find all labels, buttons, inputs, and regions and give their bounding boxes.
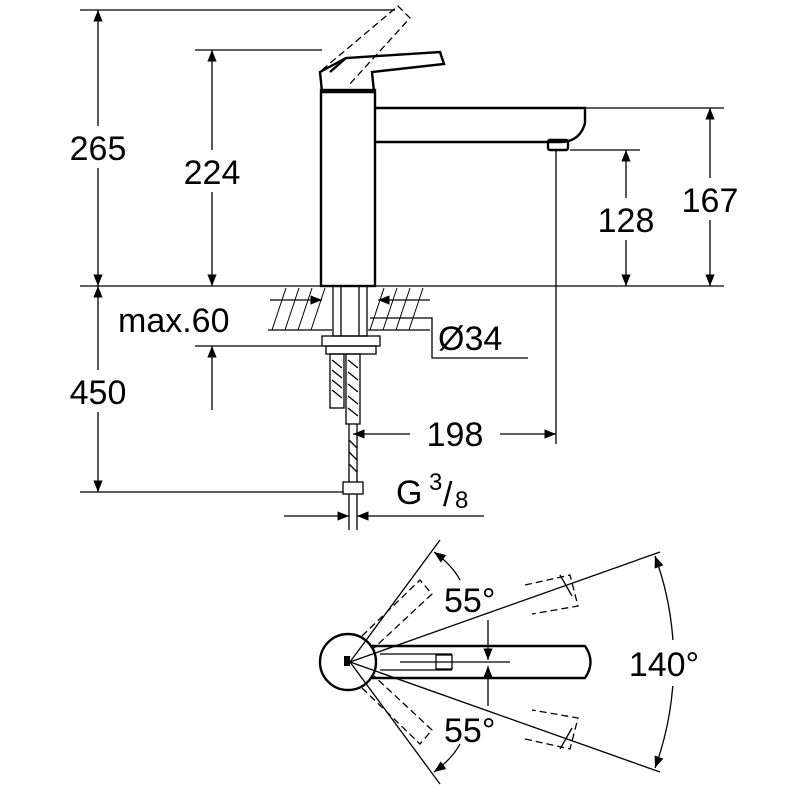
faucet-body	[318, 5, 587, 288]
dim-450: 450	[56, 286, 343, 493]
dim-265: 265	[56, 9, 395, 286]
dim-max60: max.60	[118, 295, 430, 340]
mounting-assembly	[321, 285, 381, 530]
dim-diameter-label: Ø34	[438, 320, 502, 358]
dim-thread-numerator: 3	[429, 469, 442, 496]
dim-128-label: 128	[598, 202, 655, 240]
dim-thread-main: G	[396, 474, 422, 512]
dim-224-label: 224	[184, 154, 241, 192]
swivel-lower-label: 55°	[444, 712, 495, 750]
swivel-upper-label: 55°	[444, 582, 495, 620]
dim-198: 198	[353, 150, 557, 454]
dim-thread: G 3 / 8	[284, 469, 484, 521]
dim-224: 224	[170, 49, 322, 286]
dim-167: 167	[586, 107, 752, 286]
dim-450-label: 450	[70, 374, 127, 412]
dim-diameter: Ø34	[370, 317, 528, 359]
dim-thread-slash: /	[443, 476, 453, 514]
dim-max60-label: max.60	[118, 302, 230, 340]
dim-265-label: 265	[70, 130, 127, 168]
swivel-total-label: 140°	[629, 646, 699, 684]
top-view: 140° 55° 55°	[318, 539, 712, 785]
countertop-hatching	[268, 287, 430, 331]
dim-128: 128	[570, 149, 668, 286]
dim-167-label: 167	[682, 182, 739, 220]
dim-thread-denominator: 8	[455, 487, 468, 514]
dim-198-label: 198	[427, 416, 484, 454]
